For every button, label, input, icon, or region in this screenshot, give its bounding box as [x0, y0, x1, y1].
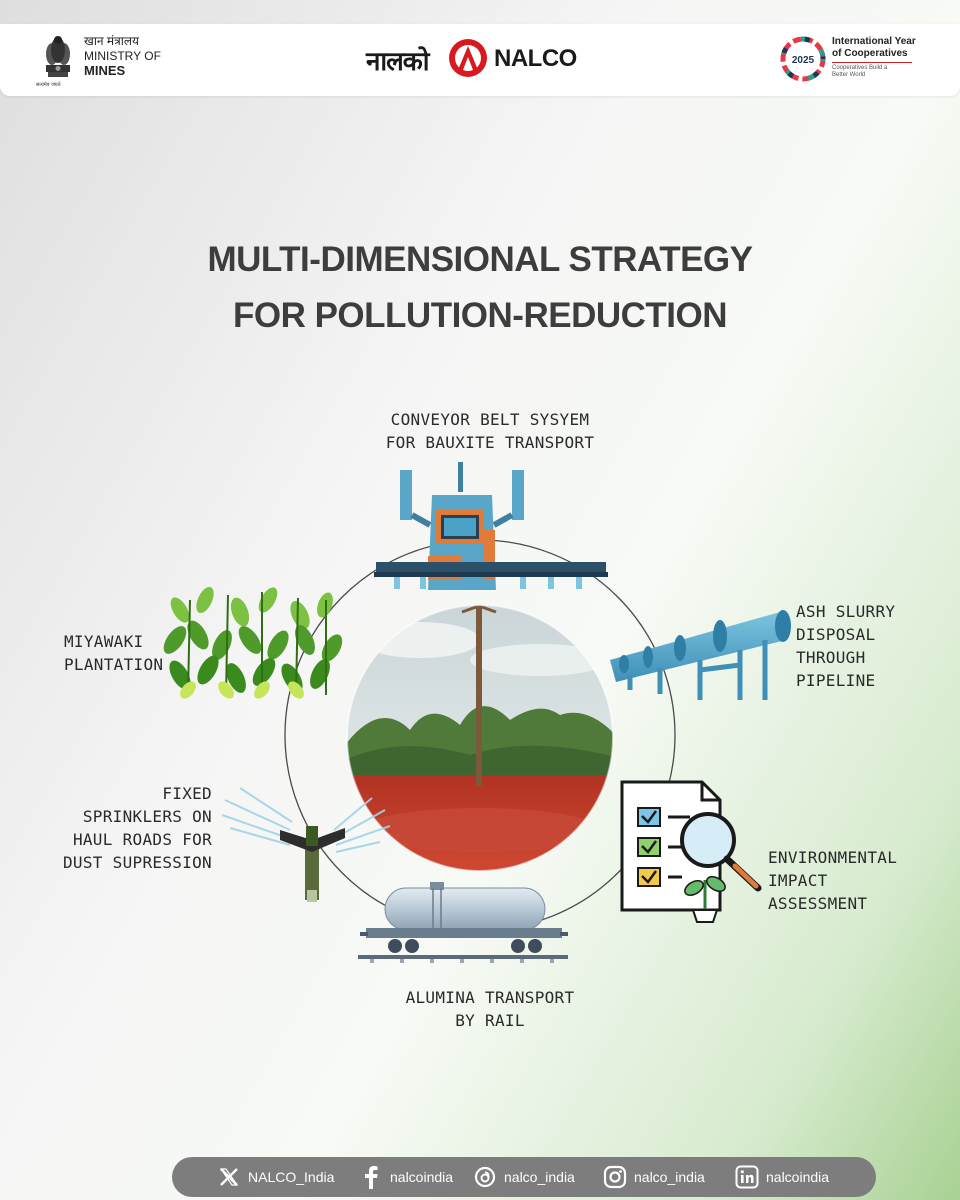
instagram-icon: [602, 1164, 628, 1190]
social-facebook-handle: nalcoindia: [390, 1169, 454, 1185]
social-instagram[interactable]: nalco_india: [602, 1157, 705, 1197]
social-threads[interactable]: nalco_india: [472, 1157, 575, 1197]
page-title: MULTI-DIMENSIONAL STRATEGY FOR POLLUTION…: [0, 232, 960, 344]
facebook-icon: [358, 1164, 384, 1190]
iyc-tagline: Cooperatives Build a Better World: [832, 65, 888, 78]
environmental-impact-label: ENVIRONMENTAL IMPACT ASSESSMENT: [768, 848, 898, 913]
sprinkler-icon: [221, 787, 391, 902]
social-linkedin-handle: nalcoindia: [766, 1169, 830, 1185]
threads-icon: [472, 1164, 498, 1190]
social-instagram-handle: nalco_india: [634, 1169, 705, 1185]
ministry-name-line2: MINES: [84, 63, 126, 78]
ministry-name-line1: MINISTRY OF: [84, 49, 161, 63]
central-photo: [347, 605, 613, 871]
tank-wagon-icon: [358, 882, 568, 963]
international-year-of-cooperatives-logo[interactable]: 2025 International Year of Cooperatives …: [778, 32, 948, 88]
nalco-logo[interactable]: नालको NALCO: [366, 38, 596, 82]
conveyor-belt-label: CONVEYOR BELT SYSYEM FOR BAUXITE TRANSPO…: [385, 410, 595, 452]
social-facebook[interactable]: nalcoindia: [358, 1157, 453, 1197]
checklist-magnifier-icon: [620, 780, 762, 923]
cooperatives-ring-icon: 2025: [780, 36, 826, 82]
social-x-handle: NALCO_India: [248, 1169, 335, 1185]
national-emblem-icon: [46, 36, 70, 77]
plants-icon: [163, 586, 343, 699]
alumina-rail-label: ALUMINA TRANSPORT BY RAIL: [405, 988, 575, 1030]
ministry-hindi-name: खान मंत्रालय: [84, 34, 139, 48]
conveyor-belt-icon: [374, 462, 608, 590]
nalco-english-wordmark: NALCO: [494, 45, 577, 72]
social-linkedin[interactable]: nalcoindia: [734, 1157, 829, 1197]
nalco-hindi-wordmark: नालको: [366, 47, 429, 77]
social-x[interactable]: NALCO_India: [216, 1157, 334, 1197]
nalco-emblem-icon: [449, 39, 487, 77]
iyc-divider: [832, 62, 912, 63]
x-icon: [216, 1164, 242, 1190]
iyc-title-line2: of Cooperatives: [832, 48, 908, 59]
ash-slurry-label: ASH SLURRY DISPOSAL THROUGH PIPELINE: [796, 602, 896, 690]
social-footer: NALCO_India nalcoindia nalco_india nalco…: [172, 1157, 876, 1197]
title-line1: MULTI-DIMENSIONAL STRATEGY: [207, 240, 753, 279]
miyawaki-label: MIYAWAKI PLANTATION: [64, 632, 164, 674]
iyc-year: 2025: [792, 55, 815, 66]
ministry-of-mines-logo[interactable]: सत्यमेव जयते खान मंत्रालय MINISTRY OF MI…: [36, 30, 220, 90]
title-line2: FOR POLLUTION-REDUCTION: [232, 296, 728, 335]
emblem-motto: सत्यमेव जयते: [36, 82, 61, 88]
linkedin-icon: [734, 1164, 760, 1190]
social-threads-handle: nalco_india: [504, 1169, 575, 1185]
pipeline-icon: [610, 610, 791, 700]
header-bar: सत्यमेव जयते खान मंत्रालय MINISTRY OF MI…: [0, 24, 960, 96]
sprinkler-label: FIXED SPRINKLERS ON HAUL ROADS FOR DUST …: [63, 784, 212, 872]
iyc-title-line1: International Year: [832, 36, 916, 47]
